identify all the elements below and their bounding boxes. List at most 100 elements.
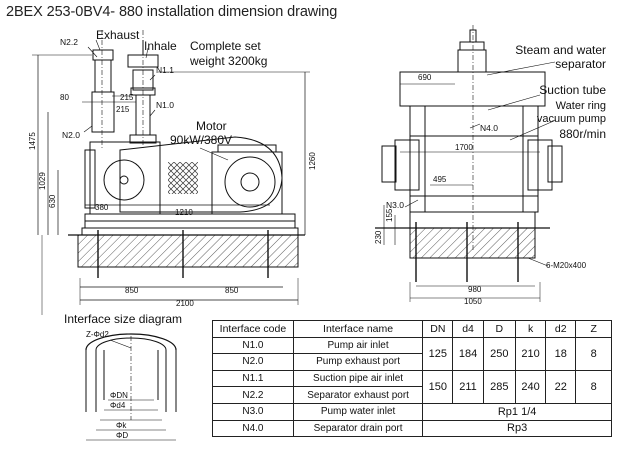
dim-1050: 1050	[464, 297, 482, 306]
dim-80: 80	[60, 93, 69, 102]
row-name: Pump air inlet	[292, 336, 424, 355]
bolt-spec: 6-M20x400	[546, 261, 587, 270]
motor-label: Motor	[196, 119, 227, 133]
dim-850-a: 850	[125, 286, 139, 295]
cell-d4-b: 211	[452, 369, 484, 404]
cell-n30-thread: Rp1 1/4	[422, 402, 612, 421]
header-interface-name: Interface name	[292, 320, 424, 338]
nozzle-n10: N1.0	[156, 100, 174, 110]
dim-1029: 1029	[38, 172, 47, 190]
table-row: N4.0 Separator drain port Rp3	[212, 419, 612, 438]
dim-1260: 1260	[308, 152, 317, 170]
cell-k-b: 240	[514, 369, 547, 404]
header-d2: d2	[545, 320, 577, 338]
header-d4: d4	[452, 320, 484, 338]
label-z-d2: Z-Φd2	[86, 330, 109, 339]
exhaust-label: Exhaust	[96, 28, 140, 42]
table-row: N1.0 Pump air inlet 125 184 250 210 18 8	[212, 336, 612, 371]
dim-980: 980	[468, 285, 482, 294]
foundation-right	[409, 227, 536, 259]
header-k: k	[514, 320, 547, 338]
water-ring-pump	[409, 105, 539, 213]
separator-label-2: separator	[555, 57, 606, 71]
nozzle-n30: N3.0	[386, 200, 404, 210]
dim-1210: 1210	[175, 208, 193, 217]
pump-body	[89, 141, 161, 215]
nozzle-n22: N2.2	[60, 37, 78, 47]
table-row: N3.0 Pump water inlet Rp1 1/4	[212, 402, 612, 421]
exhaust-nozzle	[92, 49, 114, 61]
front-view-dimension-text: 215 80 215 1475 1029 630 1260 380 1210 8…	[28, 93, 317, 308]
row-name: Pump water inlet	[292, 402, 424, 421]
cell-k-a: 210	[514, 336, 547, 371]
cell-dn-b: 150	[422, 369, 454, 404]
drawing-title: 2BEX 253-0BV4- 880 installation dimensio…	[6, 4, 338, 20]
label-dn: ΦDN	[110, 391, 128, 400]
row-name: Pump exhaust port	[292, 353, 424, 371]
dim-495: 495	[433, 175, 447, 184]
header-z: Z	[575, 320, 612, 338]
label-d4: Φd4	[110, 401, 126, 410]
cell-d-b: 285	[482, 369, 516, 404]
row-name: Separator drain port	[292, 419, 424, 438]
dim-690: 690	[418, 73, 432, 82]
cell-d4-a: 184	[452, 336, 484, 371]
row-code: N3.0	[212, 402, 294, 421]
nozzle-n11: N1.1	[156, 65, 174, 75]
dim-155: 155	[385, 208, 394, 222]
complete-set-label: Complete set	[190, 39, 261, 53]
front-view-nozzle-text: N2.2 N1.1 N1.0 N2.0	[60, 37, 174, 140]
interface-diagram-title: Interface size diagram	[64, 312, 183, 326]
dim-850-b: 850	[225, 286, 239, 295]
header-dn: DN	[422, 320, 454, 338]
cell-z-a: 8	[575, 336, 612, 371]
row-name: Suction pipe air inlet	[292, 369, 424, 388]
dim-215-b: 215	[116, 105, 130, 114]
interface-flange-diagram	[85, 333, 177, 441]
label-d: ΦD	[116, 431, 128, 440]
row-code: N2.2	[212, 386, 294, 404]
interface-spec-table: Interface code Interface name DN d4 D k …	[212, 320, 612, 438]
weight-label: weight 3200kg	[190, 54, 268, 68]
nozzle-n40: N4.0	[480, 123, 498, 133]
dim-630: 630	[48, 194, 57, 208]
dim-380: 380	[95, 203, 109, 212]
row-code: N2.0	[212, 353, 294, 371]
speed-label: 880r/min	[559, 127, 606, 141]
cell-d2-b: 22	[545, 369, 577, 404]
row-code: N1.1	[212, 369, 294, 388]
motor	[211, 151, 283, 215]
foundation	[77, 234, 299, 268]
cell-n40-thread: Rp3	[422, 419, 612, 438]
separator-label-1: Steam and water	[515, 43, 606, 57]
interface-diagram-text: Z-Φd2 ΦDN Φd4 Φk ΦD	[86, 330, 128, 440]
dim-1475: 1475	[28, 132, 37, 150]
cell-z-b: 8	[575, 369, 612, 404]
pump-label-2: vacuum pump	[536, 113, 606, 125]
dim-230: 230	[374, 230, 383, 244]
header-d: D	[482, 320, 516, 338]
cell-d2-a: 18	[545, 336, 577, 371]
dim-1700: 1700	[455, 143, 473, 152]
pump-label-1: Water ring	[555, 100, 606, 112]
inhale-label: Inhale	[144, 39, 177, 53]
header-interface-code: Interface code	[212, 320, 294, 338]
row-name: Separator exhaust port	[292, 386, 424, 404]
side-view-nozzle-text: N4.0 N3.0 6-M20x400	[386, 123, 587, 270]
row-code: N4.0	[212, 419, 294, 438]
suction-tube-label: Suction tube	[539, 83, 606, 97]
cell-d-a: 250	[482, 336, 516, 371]
label-k: Φk	[116, 421, 127, 430]
side-view-dimension-text: 690 1700 495 155 230 980 1050	[374, 73, 482, 306]
cell-dn-a: 125	[422, 336, 454, 371]
table-row: N1.1 Suction pipe air inlet 150 211 285 …	[212, 369, 612, 404]
dim-2100: 2100	[176, 299, 194, 308]
motor-spec-label: 90kW/380V	[170, 133, 233, 147]
side-view	[375, 25, 563, 302]
dim-215-a: 215	[120, 93, 134, 102]
table-header-row: Interface code Interface name DN d4 D k …	[212, 320, 612, 338]
separator-tank	[91, 91, 115, 133]
nozzle-n20: N2.0	[62, 130, 80, 140]
